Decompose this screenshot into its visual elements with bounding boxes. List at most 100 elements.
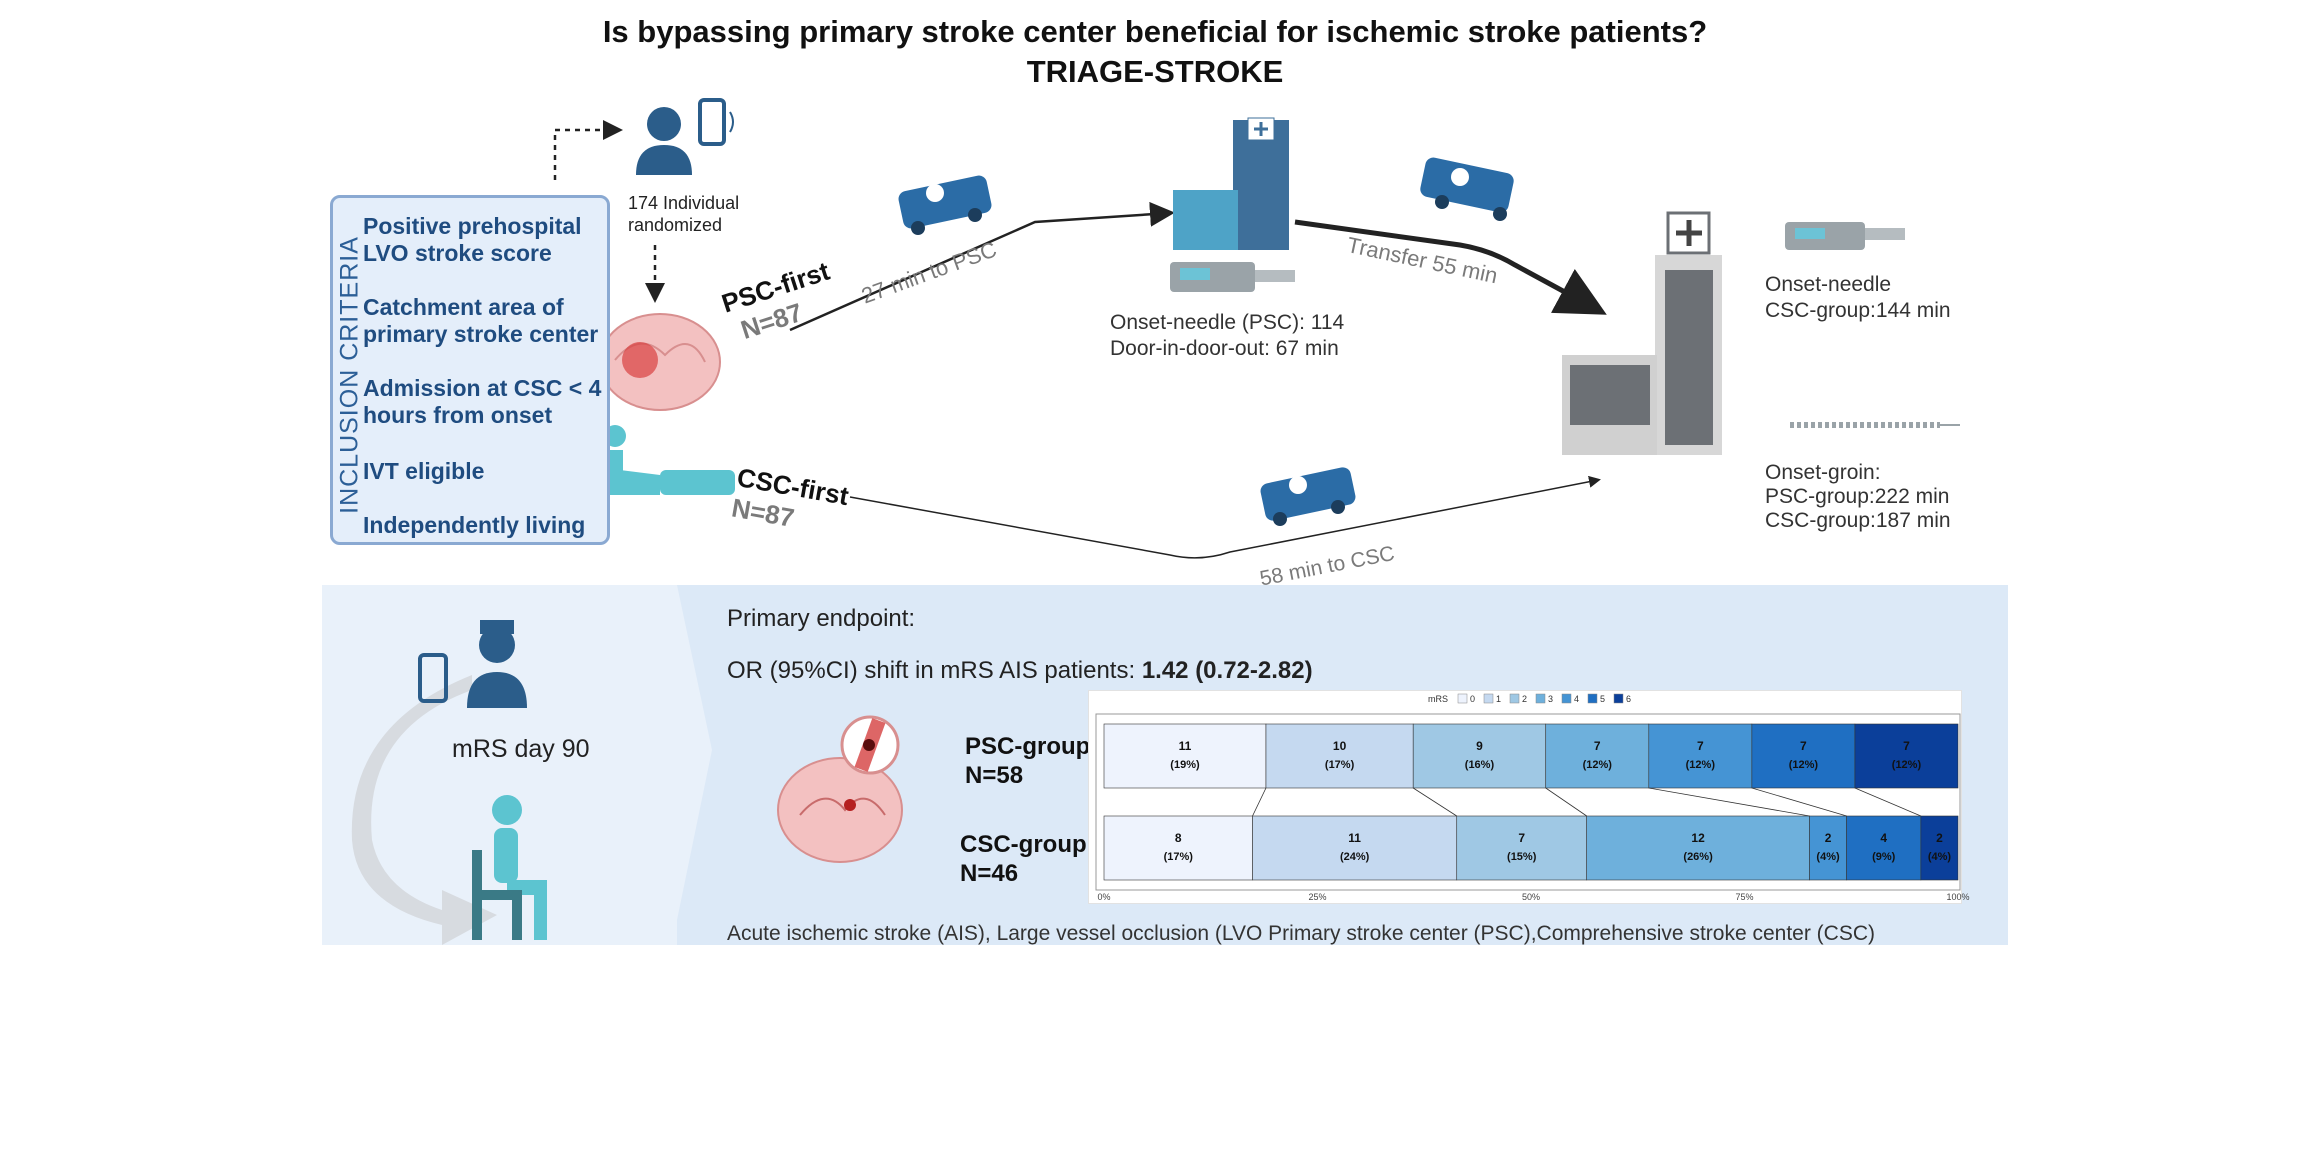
legend-swatch-6 — [1613, 693, 1624, 704]
odds-ratio-value: 1.42 (0.72-2.82) — [1141, 657, 1313, 684]
page-subtitle: TRIAGE-STROKE — [1026, 54, 1284, 89]
legend-swatch-1 — [1483, 693, 1494, 704]
criterion-ivt-eligible: IVT eligible — [363, 458, 485, 484]
criterion-catchment: Catchment area of primary stroke center — [363, 294, 599, 347]
bar-percent-label: (17%) — [1325, 759, 1355, 771]
page-title: Is bypassing primary stroke center benef… — [602, 14, 1708, 49]
bar-segment-psc-mrs2 — [1412, 723, 1547, 789]
randomized-text: 174 Individual randomized — [628, 193, 740, 235]
bar-count-label: 10 — [1333, 739, 1347, 753]
x-tick-label: 0% — [1097, 892, 1110, 902]
bar-segment-csc-mrs0 — [1103, 815, 1253, 881]
bar-percent-label: (12%) — [1789, 759, 1819, 771]
legend-label-2: 2 — [1522, 694, 1527, 704]
bar-percent-label: (12%) — [1686, 759, 1716, 771]
nurse-phone-icon — [418, 620, 527, 708]
ambulance-icon-transfer — [1420, 157, 1514, 221]
ambulance-icon-csc — [1260, 467, 1356, 526]
psc-group-n: N=58 — [965, 762, 1024, 789]
connector-line — [1252, 787, 1267, 817]
bar-segment-psc-mrs0 — [1103, 723, 1267, 789]
bar-percent-label: (9%) — [1872, 851, 1896, 863]
x-tick-label: 75% — [1735, 892, 1753, 902]
abbreviations-footer: Acute ischemic stroke (AIS), Large vesse… — [727, 922, 1875, 945]
bar-count-label: 7 — [1518, 831, 1525, 845]
connector-line — [1751, 787, 1847, 817]
criterion-independent: Independently living — [363, 512, 586, 538]
connector-line — [1648, 787, 1810, 817]
chart-panel-border — [1095, 713, 1961, 891]
bar-segment-csc-mrs3 — [1586, 815, 1810, 881]
csc-groin-csc: CSC-group:187 min — [1765, 509, 1951, 532]
legend-label-0: 0 — [1470, 694, 1475, 704]
bar-segment-psc-mrs3 — [1545, 723, 1650, 789]
bar-percent-label: (12%) — [1583, 759, 1613, 771]
bar-segment-psc-mrs5 — [1751, 723, 1856, 789]
transfer-route-line — [1294, 219, 1607, 315]
bar-percent-label: (24%) — [1340, 851, 1370, 863]
bar-count-label: 7 — [1800, 739, 1807, 753]
bar-segment-psc-mrs1 — [1265, 723, 1414, 789]
csc-needle-value: CSC-group:144 min — [1765, 299, 1951, 322]
legend-swatch-5 — [1587, 693, 1598, 704]
legend-swatch-4 — [1561, 693, 1572, 704]
connector-line — [1412, 787, 1457, 817]
csc-groin-psc: PSC-group:222 min — [1765, 485, 1950, 508]
bar-percent-label: (17%) — [1164, 851, 1194, 863]
bar-count-label: 2 — [1936, 831, 1943, 845]
legend-label-4: 4 — [1574, 694, 1579, 704]
bar-count-label: 11 — [1348, 831, 1361, 845]
bar-segment-csc-mrs4 — [1809, 815, 1847, 881]
csc-needle-label: Onset-needle — [1765, 273, 1892, 296]
odds-ratio-text: OR (95%CI) shift in mRS AIS patients: — [727, 657, 1142, 684]
bar-count-label: 12 — [1691, 831, 1705, 845]
clinician-phone-icon — [636, 98, 734, 175]
bar-count-label: 9 — [1476, 739, 1483, 753]
infusion-pump-icon-csc — [1785, 222, 1905, 250]
bar-count-label: 7 — [1903, 739, 1910, 753]
bar-count-label: 2 — [1825, 831, 1832, 845]
legend-swatch-3 — [1535, 693, 1546, 704]
psc-group-label: PSC-group N=58 — [965, 732, 1090, 790]
csc-route-line — [849, 475, 1601, 559]
patient-bed-icon — [604, 425, 735, 495]
bar-percent-label: (19%) — [1170, 759, 1200, 771]
criterion-admission-time: Admission at CSC < 4 hours from onset — [363, 375, 602, 428]
brain-clot-icon — [599, 313, 721, 411]
bar-count-label: 7 — [1697, 739, 1704, 753]
inclusion-criteria-box — [330, 195, 610, 545]
bar-percent-label: (4%) — [1928, 851, 1952, 863]
psc-hospital-icon — [1173, 117, 1289, 250]
ambulance-icon-psc — [898, 175, 992, 235]
x-tick-label: 100% — [1946, 892, 1969, 902]
seated-patient-icon — [472, 795, 547, 940]
bar-segment-psc-mrs4 — [1648, 723, 1753, 789]
legend-label-3: 3 — [1548, 694, 1553, 704]
bar-segment-psc-mrs6 — [1854, 723, 1959, 789]
odds-ratio-line: OR (95%CI) shift in mRS AIS patients: 1.… — [727, 657, 1313, 685]
legend-swatch-0 — [1457, 693, 1468, 704]
csc-group-label: CSC-group N=46 — [960, 830, 1087, 888]
bar-percent-label: (15%) — [1507, 851, 1537, 863]
primary-endpoint-label: Primary endpoint: — [727, 605, 916, 632]
x-tick-label: 50% — [1522, 892, 1540, 902]
criterion-lvo-score: Positive prehospital LVO stroke score — [363, 213, 582, 266]
bar-count-label: 8 — [1175, 831, 1182, 845]
bar-percent-label: (16%) — [1465, 759, 1495, 771]
legend-label-1: 1 — [1496, 694, 1501, 704]
csc-groin-label: Onset-groin: — [1765, 461, 1881, 484]
infusion-pump-icon-psc — [1170, 262, 1295, 292]
brain-vessel-icon — [777, 715, 903, 863]
bar-segment-csc-mrs6 — [1920, 815, 1959, 881]
bar-segment-csc-mrs5 — [1846, 815, 1922, 881]
psc-group-name: PSC-group — [965, 733, 1091, 760]
psc-door-in-door-out: Door-in-door-out: 67 min — [1110, 337, 1339, 360]
bar-percent-label: (26%) — [1683, 851, 1713, 863]
legend-swatch-2 — [1509, 693, 1520, 704]
bar-count-label: 4 — [1880, 831, 1887, 845]
followup-label: mRS day 90 — [452, 735, 590, 763]
dotted-arrow-up — [553, 120, 623, 180]
bar-segment-csc-mrs1 — [1252, 815, 1458, 881]
